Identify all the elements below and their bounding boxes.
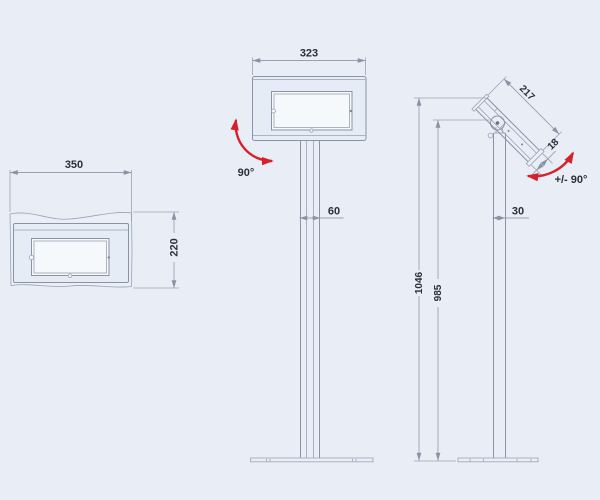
display-screen (31, 238, 110, 276)
right-screw-icon (107, 256, 111, 259)
pivot-axis-icon (495, 121, 500, 125)
hinge-screw-icon (487, 132, 494, 139)
rotation-label: 90° (238, 167, 255, 179)
pole-width-label: 60 (328, 206, 340, 218)
dim-pole-depth: 30 (492, 206, 529, 221)
pole-depth-label: 30 (512, 206, 524, 218)
rotate-90-arc-icon (230, 118, 274, 166)
front-view-stand: 323 60 90° (230, 48, 374, 463)
overall-height-label: 1046 (414, 271, 425, 294)
dim-overall-height: 1046 (414, 97, 487, 462)
stand-screen (271, 91, 353, 131)
pivot-height-label: 985 (433, 284, 444, 301)
front-height-label: 220 (169, 238, 181, 256)
tilt-range-label: +/- 90° (555, 174, 588, 186)
stand-base-side (457, 457, 539, 463)
tilt-arc-icon (526, 151, 575, 182)
stand-home-notch (309, 128, 314, 133)
pivot-circle-icon (490, 115, 505, 131)
enclosure-width-label: 323 (300, 48, 318, 60)
tilt-range-arrow: +/- 90° (526, 151, 588, 186)
dim-enclosure-width: 323 (252, 48, 366, 75)
pivot-hinge (487, 115, 505, 139)
stand-base-front (250, 457, 374, 463)
home-button-notch (67, 273, 73, 278)
left-screw-icon (28, 254, 35, 261)
stand-pole-front (300, 141, 320, 458)
dim-front-width: 350 (9, 159, 132, 221)
front-width-label: 350 (65, 159, 83, 171)
stand-right-screw-icon (349, 109, 353, 113)
front-view-display: 350 220 (9, 159, 181, 289)
stand-left-screw-icon (271, 108, 276, 114)
rotate-90-arrow: 90° (230, 118, 274, 179)
dim-front-height: 220 (133, 211, 181, 289)
dim-pivot-height: 985 (433, 119, 490, 461)
dim-pole-width: 60 (299, 206, 344, 221)
panel-top-cap (471, 93, 490, 112)
